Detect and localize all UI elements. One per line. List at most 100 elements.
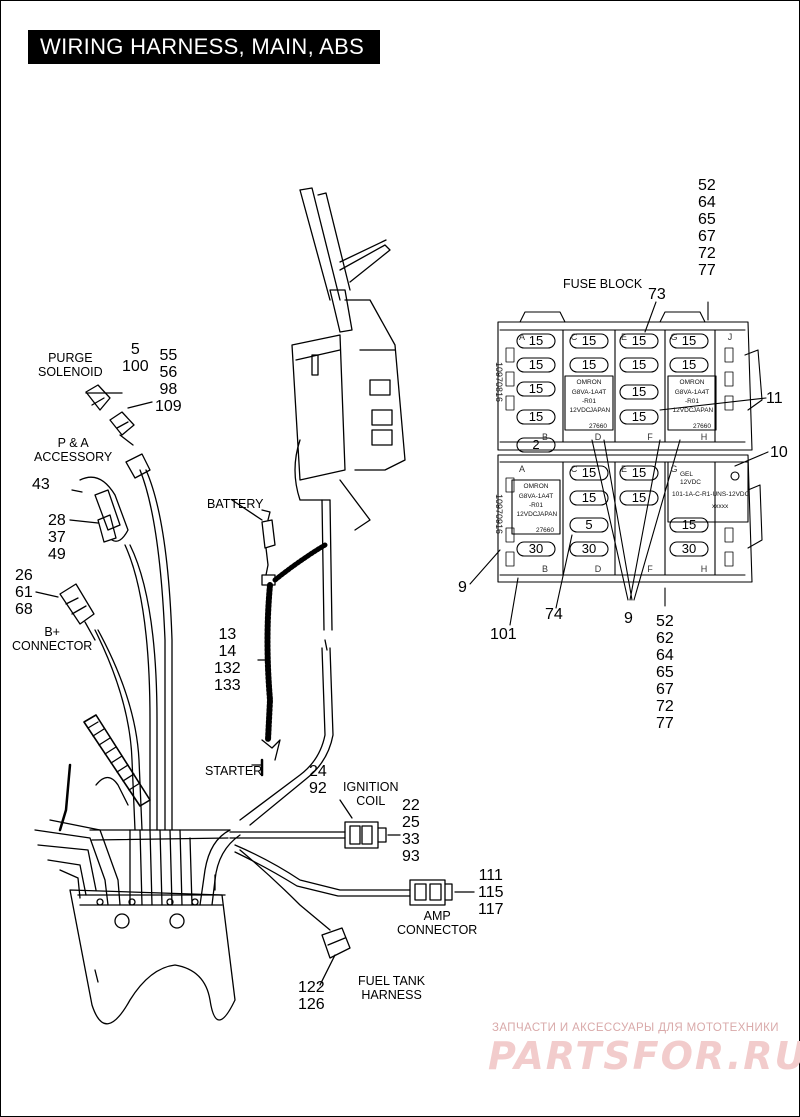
callout-25: 25 [402,814,420,831]
callout-22: 22 [402,797,420,814]
callout-pa-b: 28 37 49 [48,512,66,563]
callout-56: 56 [159,364,178,381]
callout-ignition-a: 24 92 [309,763,327,797]
upper-assembly [291,187,406,651]
relay2-l2: -R01 [685,398,699,405]
callout-67-bot: 67 [656,681,674,698]
purge-solenoid-connector [85,384,151,479]
watermark-tagline: ЗАПЧАСТИ И АКСЕССУАРЫ ДЛЯ МОТОТЕХНИКИ [492,1022,779,1034]
callout-72-bot: 72 [656,698,674,715]
callout-122: 122 [298,979,325,996]
relay2-l4: JAPAN [693,407,714,414]
callout-13: 13 [218,626,237,643]
amp-connector-label: AMP CONNECTOR [397,909,477,937]
fuse-top-9: 15 [529,381,543,396]
callout-52-top: 52 [698,177,716,194]
callout-purge-b: 55 56 98 109 [155,347,182,415]
callout-61: 61 [15,584,33,601]
bot-bot-1: D [595,564,602,574]
relay2-l5: 27660 [693,423,711,430]
watermark-logo: PARTSFOR.RU [488,1034,800,1078]
callout-74: 74 [545,606,563,623]
fuse-top-6: 15 [582,357,596,372]
callout-fuel-tank: 122 126 [298,979,325,1013]
col-bot-1: C [571,464,578,474]
fuse-block-text: 15 15 15 15 15 15 15 15 15 15 15 15 2 15… [494,332,750,574]
ignition-coil-connector [344,821,387,849]
callout-65-bot: 65 [656,664,674,681]
col-top-2: E [621,332,627,342]
callout-111: 111 [478,867,503,884]
callout-73: 73 [648,286,666,303]
callout-11: 11 [766,390,783,407]
callout-starter-cable: 13 14 132 133 [214,626,241,694]
fuse-bot-1: 15 [582,465,596,480]
purge-solenoid-line1: PURGE [48,351,93,365]
fuse-block [469,301,769,626]
callout-26: 26 [15,567,33,584]
callout-64-top: 64 [698,194,716,211]
fuel-tank-line2: HARNESS [361,988,422,1002]
col-bot-3: G [670,464,677,474]
relay1-l0: OMRON [577,379,602,386]
pa-accessory-line2: ACCESSORY [34,450,113,464]
callout-55: 55 [159,347,178,364]
col-top-4: J [728,332,733,342]
callout-65-top: 65 [698,211,716,228]
fuse-bot-6: 30 [529,541,543,556]
callout-9-left: 9 [458,579,467,596]
fuse-bot-3: 15 [582,490,596,505]
module-l1: 12VDC [680,479,701,486]
fuse-block-label: FUSE BLOCK [563,277,643,291]
fuse-bot-9: 30 [682,541,696,556]
fuse-bot-5: 5 [585,517,592,532]
relay1-l1: G8VA-1A4T [572,389,607,396]
pa-accessory-line1: P & A [57,436,89,450]
callout-10: 10 [770,444,788,461]
callout-5: 5 [130,341,140,358]
bot-bot-2: F [647,564,653,574]
callout-77-bot: 77 [656,715,674,732]
callout-amp: 111 115 117 [478,867,504,918]
callout-132: 132 [214,660,241,677]
bot-top-3: H [701,432,708,442]
fuse-top-7: 15 [632,357,646,372]
callout-14: 14 [218,643,237,660]
relay1-l2: -R01 [582,398,596,405]
module-l2: 101-1A-C-R1-UNS-12VDC [672,491,750,498]
callout-92: 92 [309,780,327,797]
relay1-l5: 27660 [589,423,607,430]
b-plus-line1: B+ [44,625,60,639]
bot-top-2: F [647,432,653,442]
fuse-bot-8: 15 [682,517,696,532]
amp-line2: CONNECTOR [397,923,478,937]
col-top-3: G [670,332,677,342]
callout-43: 43 [32,476,50,493]
fuse-top-13: 2 [532,437,539,452]
callout-9-bottom: 9 [624,610,633,627]
fuel-tank-line1: FUEL TANK [358,974,426,988]
relay1-l3: 12VDC [570,407,591,414]
callout-ignition-b: 22 25 33 93 [402,797,420,865]
relay3-l2: -R01 [529,502,543,509]
ignition-coil-label: IGNITION COIL [343,780,399,808]
b-plus-connector-label: B+ CONNECTOR [12,625,92,653]
callout-109: 109 [155,398,182,415]
module-l0: GEL [680,471,693,478]
main-trunk [34,819,241,906]
callout-52-bot: 52 [656,613,674,630]
starter-label: STARTER [205,764,263,778]
purge-solenoid-label: PURGE SOLENOID [38,351,103,379]
fuse-bot-2: 15 [632,465,646,480]
col-top-1: C [571,332,578,342]
callout-28: 28 [48,512,66,529]
callout-fuse-bottom: 52 62 64 65 67 72 77 [656,613,674,732]
relay3-l4: JAPAN [537,511,558,518]
fuel-tank-connector [321,927,351,959]
fuse-top-1: 15 [529,333,543,348]
fork-bracket [69,889,236,1025]
relay3-l0: OMRON [524,483,549,490]
callout-49: 49 [48,546,66,563]
bot-top-1: D [595,432,602,442]
serial-bot: 10970916 [494,494,504,534]
